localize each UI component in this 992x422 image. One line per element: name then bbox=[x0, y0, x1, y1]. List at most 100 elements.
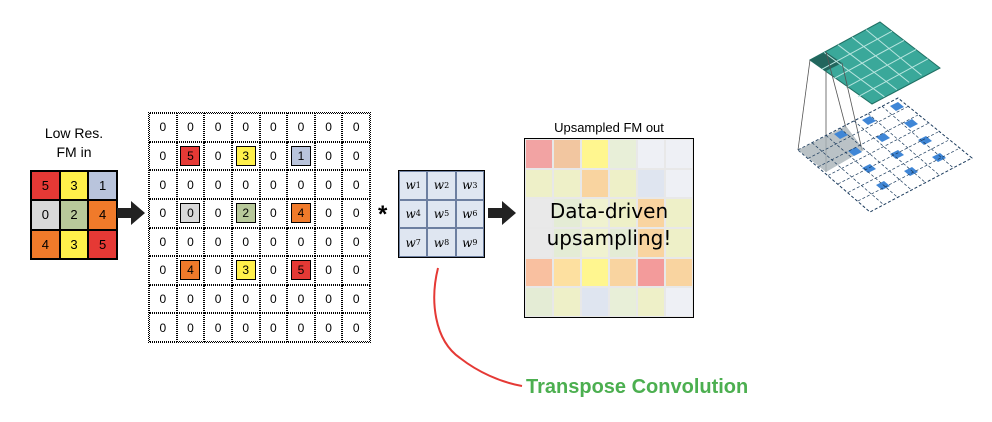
output-cell bbox=[553, 227, 581, 258]
zero-value: 0 bbox=[159, 292, 167, 307]
output-cell bbox=[581, 168, 609, 199]
zero-value: 0 bbox=[187, 320, 194, 335]
padded-cell: 0 bbox=[204, 313, 232, 342]
padded-cell: 0 bbox=[176, 313, 205, 342]
zero-value: 0 bbox=[325, 120, 332, 135]
padded-cell: 4 bbox=[176, 256, 205, 285]
zero-value: 0 bbox=[214, 120, 222, 135]
zero-value: 0 bbox=[269, 148, 277, 163]
padded-cell: 0 bbox=[149, 256, 177, 285]
padded-cell: 0 bbox=[342, 227, 370, 257]
padded-cell: 0 bbox=[231, 227, 260, 257]
output-cell bbox=[553, 257, 581, 288]
zero-value: 0 bbox=[214, 263, 222, 278]
zero-value: 0 bbox=[269, 292, 277, 307]
padded-cell: 5 bbox=[176, 141, 205, 171]
output-cell bbox=[525, 287, 553, 317]
input-cell: 2 bbox=[59, 200, 89, 230]
padded-cell: 0 bbox=[287, 113, 315, 142]
padded-cell: 0 bbox=[259, 141, 288, 171]
inserted-value: 3 bbox=[235, 260, 256, 281]
padded-cell: 0 bbox=[314, 313, 343, 342]
padded-cell: 4 bbox=[287, 198, 315, 228]
padded-cell: 0 bbox=[259, 113, 288, 142]
zero-value: 0 bbox=[269, 206, 277, 221]
padded-cell: 0 bbox=[342, 141, 370, 171]
output-cell bbox=[637, 168, 665, 199]
padded-cell: 0 bbox=[176, 170, 205, 199]
zero-value: 0 bbox=[352, 148, 360, 163]
zero-value: 0 bbox=[214, 292, 222, 307]
inserted-value: 3 bbox=[235, 145, 256, 166]
output-cell bbox=[581, 287, 609, 317]
padded-cell: 0 bbox=[231, 113, 260, 142]
output-cell bbox=[553, 168, 581, 199]
padded-cell: 0 bbox=[287, 227, 315, 257]
output-cell bbox=[581, 198, 609, 228]
zero-value: 0 bbox=[187, 120, 194, 135]
zero-value: 0 bbox=[352, 292, 360, 307]
output-cell bbox=[553, 287, 581, 317]
padded-cell: 0 bbox=[204, 170, 232, 199]
output-cell bbox=[665, 198, 693, 228]
output-caption-line1: Data-driven bbox=[549, 199, 669, 223]
padded-cell: 0 bbox=[342, 284, 370, 314]
output-cell bbox=[609, 287, 637, 317]
padded-cell: 1 bbox=[287, 141, 315, 171]
padded-cell: 3 bbox=[231, 256, 260, 285]
padded-cell: 0 bbox=[259, 170, 288, 199]
padded-cell: 0 bbox=[231, 170, 260, 199]
zero-value: 0 bbox=[325, 292, 332, 307]
output-cell bbox=[581, 139, 609, 169]
zero-value: 0 bbox=[214, 206, 222, 221]
zero-value: 0 bbox=[297, 234, 305, 249]
padded-cell: 0 bbox=[314, 170, 343, 199]
zero-value: 0 bbox=[325, 234, 332, 249]
zero-value: 0 bbox=[159, 320, 167, 335]
inserted-value: 1 bbox=[290, 145, 311, 166]
zero-value: 0 bbox=[269, 177, 277, 192]
transpose-convolution-label: Transpose Convolution bbox=[526, 376, 749, 398]
padded-cell: 0 bbox=[176, 284, 205, 314]
padded-cell: 3 bbox=[231, 141, 260, 171]
zero-value: 0 bbox=[352, 263, 360, 278]
padded-cell: 0 bbox=[204, 141, 232, 171]
padded-cell: 5 bbox=[287, 256, 315, 285]
padded-cell: 0 bbox=[176, 227, 205, 257]
right-arrow-icon bbox=[117, 201, 145, 225]
output-cell bbox=[553, 139, 581, 169]
zero-value: 0 bbox=[214, 320, 222, 335]
padded-cell: 0 bbox=[149, 198, 177, 228]
inserted-value: 4 bbox=[180, 260, 201, 281]
padded-cell: 0 bbox=[314, 256, 343, 285]
zero-value: 0 bbox=[159, 263, 167, 278]
zero-value: 0 bbox=[297, 177, 305, 192]
input-cell: 4 bbox=[31, 229, 60, 259]
padded-cell: 0 bbox=[314, 113, 343, 142]
output-feature-map bbox=[524, 138, 694, 318]
zero-value: 0 bbox=[325, 320, 332, 335]
padded-cell: 0 bbox=[149, 170, 177, 199]
output-cell bbox=[637, 287, 665, 317]
red-curve bbox=[433, 267, 523, 387]
zero-value: 0 bbox=[159, 177, 167, 192]
zero-value: 0 bbox=[269, 263, 277, 278]
upper-output-grid bbox=[809, 21, 941, 105]
padded-cell: 0 bbox=[176, 198, 205, 228]
output-cell bbox=[525, 257, 553, 288]
lower-input-grid bbox=[797, 97, 973, 213]
padded-cell: 0 bbox=[259, 256, 288, 285]
padded-cell: 0 bbox=[314, 284, 343, 314]
zero-value: 0 bbox=[159, 234, 167, 249]
zero-value: 0 bbox=[352, 234, 360, 249]
padded-cell: 0 bbox=[231, 313, 260, 342]
zero-value: 0 bbox=[352, 120, 360, 135]
